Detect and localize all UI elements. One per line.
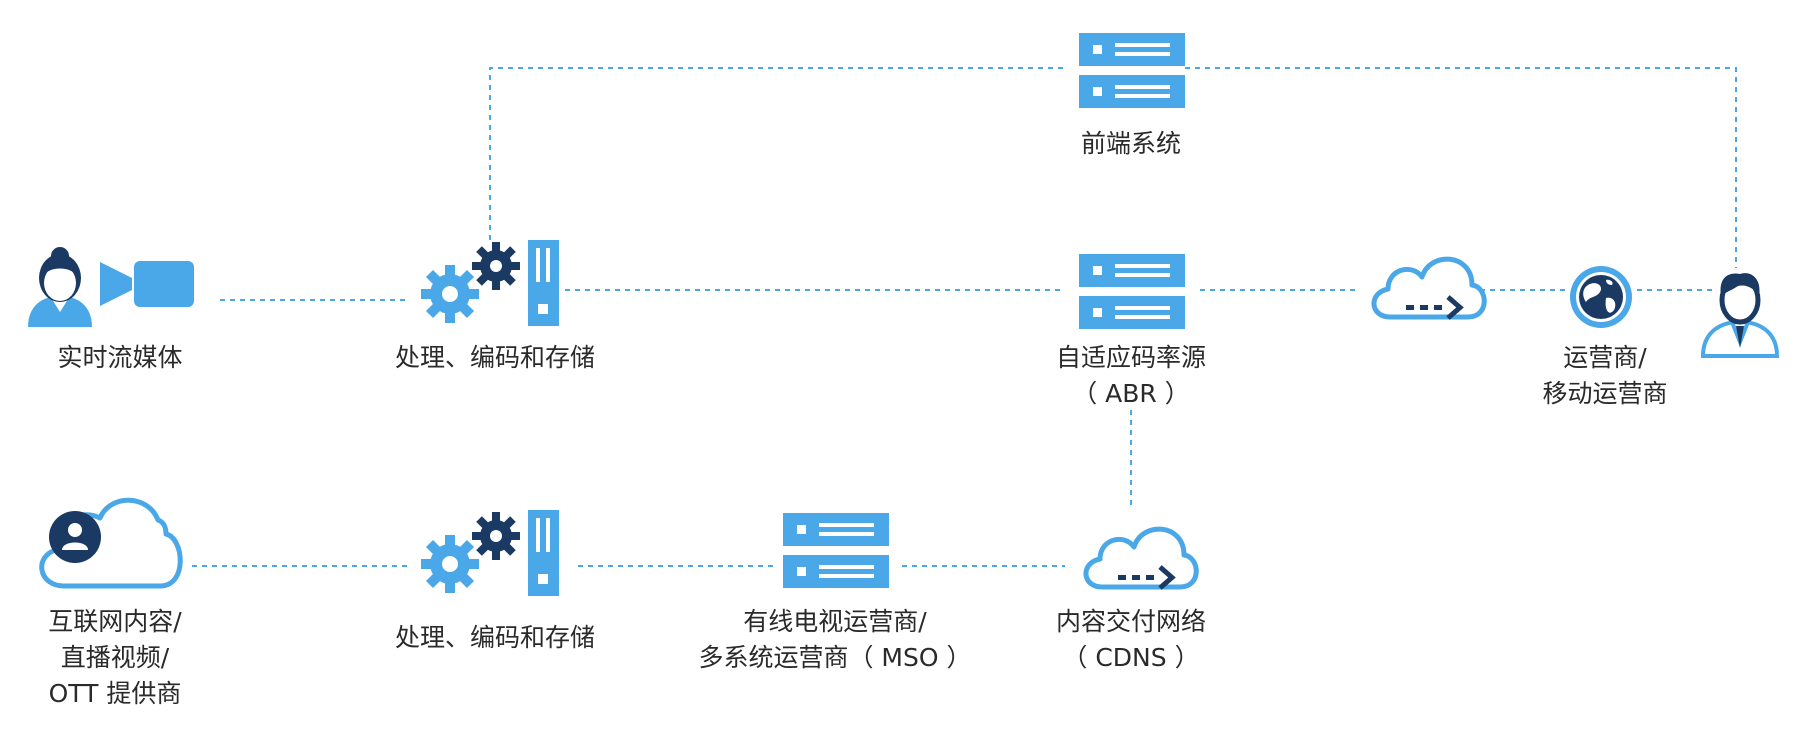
cdn-cloud-arrow-icon bbox=[1086, 529, 1196, 588]
process-bottom-label: 处理、编码和存储 bbox=[370, 620, 620, 656]
operator-label: 运营商/ 移动运营商 bbox=[1505, 340, 1705, 412]
internet-content-label-line-2: 直播视频/ bbox=[60, 643, 170, 672]
process-bottom-label-line: 处理、编码和存储 bbox=[394, 623, 595, 652]
process-top-gears-icon bbox=[421, 240, 559, 326]
abr-server-icon bbox=[1079, 254, 1185, 329]
cloud-top-arrow-icon bbox=[1374, 259, 1484, 318]
video-camera-icon bbox=[100, 261, 194, 307]
frontend-label: 前端系统 bbox=[1051, 126, 1211, 162]
live-streaming-label: 实时流媒体 bbox=[45, 340, 195, 376]
connector-lines bbox=[192, 67, 1737, 567]
internet-content-label-line-3: OTT 提供商 bbox=[48, 679, 182, 708]
mso-label-line-1: 有线电视运营商/ bbox=[743, 607, 927, 636]
process-top-label: 处理、编码和存储 bbox=[370, 340, 620, 376]
frontend-server-icon bbox=[1079, 33, 1185, 108]
internet-content-label-line-1: 互联网内容/ bbox=[48, 607, 182, 636]
internet-cloud-person-icon bbox=[39, 497, 183, 589]
cdn-label: 内容交付网络 （ CDNS ） bbox=[1041, 604, 1221, 676]
process-top-label-line: 处理、编码和存储 bbox=[394, 343, 595, 372]
cdn-label-line-1: 内容交付网络 bbox=[1055, 607, 1206, 636]
abr-label-line-1: 自适应码率源 bbox=[1055, 343, 1206, 372]
live-streaming-label-line: 实时流媒体 bbox=[57, 343, 183, 372]
operator-label-line-2: 移动运营商 bbox=[1542, 379, 1668, 408]
user-icon bbox=[1700, 273, 1780, 358]
mso-server-icon bbox=[783, 513, 889, 588]
abr-label: 自适应码率源 （ ABR ） bbox=[1021, 340, 1241, 412]
connector-frontend-loop bbox=[489, 67, 1737, 268]
operator-label-line-1: 运营商/ bbox=[1563, 343, 1647, 372]
process-bottom-gears-icon bbox=[421, 510, 559, 596]
mso-label: 有线电视运营商/ 多系统运营商（ MSO ） bbox=[690, 604, 980, 676]
live-person-icon bbox=[28, 247, 92, 327]
globe-icon bbox=[1570, 266, 1632, 328]
frontend-label-line: 前端系统 bbox=[1080, 129, 1181, 158]
internet-content-label: 互联网内容/ 直播视频/ OTT 提供商 bbox=[25, 604, 205, 712]
cdn-label-line-2: （ CDNS ） bbox=[1062, 643, 1200, 672]
mso-label-line-2: 多系统运营商（ MSO ） bbox=[698, 643, 972, 672]
abr-label-line-2: （ ABR ） bbox=[1072, 379, 1190, 408]
